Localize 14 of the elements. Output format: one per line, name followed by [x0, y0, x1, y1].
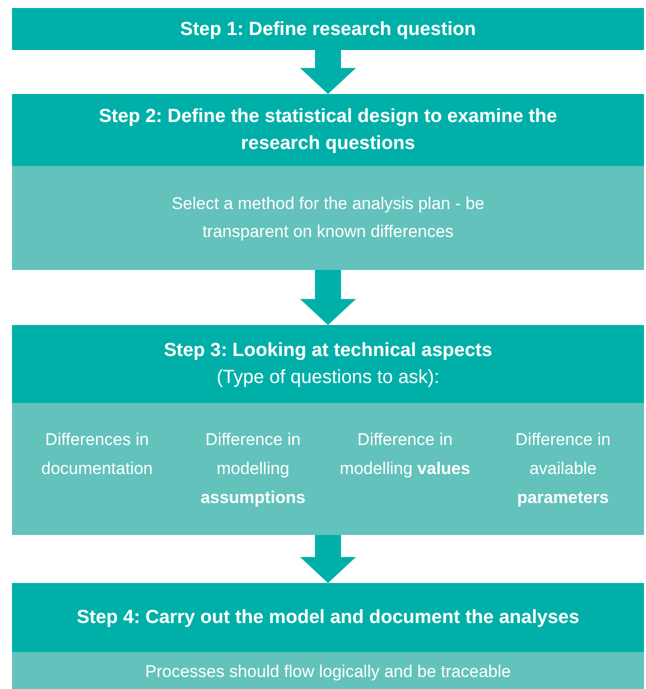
step-title: Step 2: Define the statistical design to examine the research questions — [98, 105, 558, 156]
block-arrow — [300, 535, 356, 583]
step-title: Step 3: Looking at technical aspects — [164, 339, 492, 363]
step-description: Select a method for the analysis plan - be transparent on known differences — [12, 166, 644, 270]
step-title: Step 4: Carry out the model and document the analyses — [76, 606, 580, 630]
block-arrow — [300, 270, 356, 325]
step-description: Processes should flow logically and be traceable — [12, 652, 644, 689]
question-text: Difference in modelling assumptions — [178, 425, 328, 512]
step-subtitle: (Type of questions to ask): — [216, 366, 440, 390]
question-text: Difference in modelling values — [330, 425, 480, 483]
question-text: Difference in available parameters — [488, 425, 638, 512]
step-title: Step 1: Define research question — [180, 18, 476, 42]
block-arrow — [300, 50, 356, 94]
question-text: Differences in documentation — [22, 425, 172, 483]
